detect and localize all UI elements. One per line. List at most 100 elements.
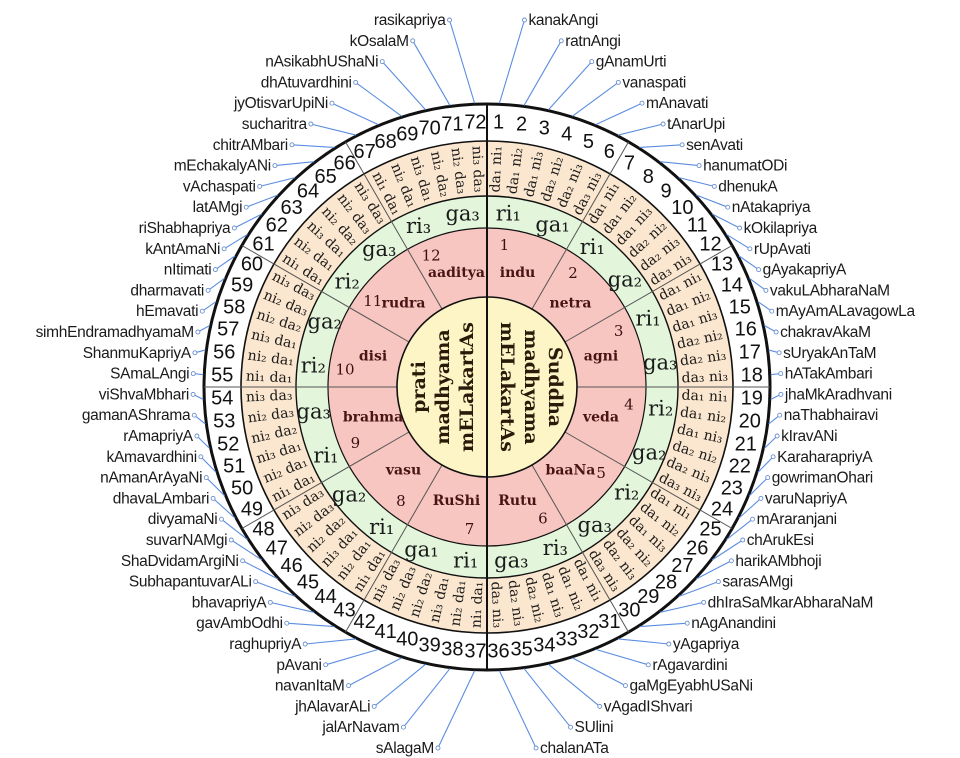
chakra-divider [345,464,443,633]
leader-line [325,648,379,666]
leader-line [659,601,704,613]
leader-marker [715,579,721,585]
leader-line [449,19,476,104]
da-ni-label: ni₂ da₃ [247,404,295,426]
raga-number: 32 [577,621,599,643]
da-ni-label: ni₃ da₃ [468,146,486,193]
da-ni-label: ni₃ da₃ [246,388,293,406]
raga-number: 71 [441,113,463,135]
leader-line [270,601,315,613]
ri-label: ri₂ [648,396,673,420]
leader-line [548,61,593,111]
leader-marker [267,599,273,605]
leader-line [274,161,315,167]
ga-label: ga₂ [308,309,342,333]
leader-marker [203,475,209,481]
leader-marker [711,183,717,189]
leader-line [412,40,451,106]
raga-number: 40 [396,629,418,651]
leader-line [639,622,688,628]
raga-name-label: nItimati [164,262,212,279]
leader-line [678,177,715,187]
leader-marker [773,329,779,335]
raga-number: 36 [487,641,509,663]
raga-number: 65 [315,166,337,188]
leader-marker [198,454,204,460]
chakra-name: Rutu [498,493,536,509]
raga-number: 23 [721,477,743,499]
leader-marker [218,516,224,522]
raga-number: 68 [374,131,396,153]
prati-madhyama-title: madhyama [432,329,454,444]
chakra-number: 11 [363,292,382,310]
chakra-divider [531,141,629,310]
leader-marker [763,287,769,293]
raga-name-label: dhIraSaMkarAbharaNaM [708,594,873,611]
raga-name-label: gowrimanOhari [772,470,873,487]
leader-marker [777,412,783,418]
raga-number: 59 [231,275,253,297]
leader-marker [747,246,753,252]
leader-line [678,581,719,597]
raga-name-label: jhAlavarALi [294,698,370,715]
leader-marker [243,204,249,210]
prati-madhyama-title: prati [408,361,430,413]
leader-marker [533,745,539,751]
raga-name-label: latAMgi [193,199,243,216]
da-ni-label: da₃ ni₃ [488,581,506,628]
raga-name-label: SUlini [575,719,614,736]
chakra-divider [564,431,733,529]
leader-line [639,144,683,149]
raga-name-label: sucharitra [242,116,308,133]
leader-marker [194,433,200,439]
raga-name-label: pAvani [276,657,321,674]
chakra-number: 1 [500,236,510,254]
leader-line [291,144,335,149]
leader-marker [589,59,595,65]
raga-name-label: chakravAkaM [780,324,871,341]
leader-marker [770,454,776,460]
leader-line [572,81,619,117]
chakra-name: rudra [382,296,426,312]
leader-line [259,177,296,187]
leader-line [348,657,402,687]
raga-name-label: nAsikabhUShaNi [265,54,378,71]
da-ni-label: da₁ ni₁ [681,388,728,406]
raga-name-labels: kanakAngiratnAngigAnamUrtivanaspatimAnav… [36,12,916,757]
leader-line [726,233,751,250]
raga-number: 49 [241,498,263,520]
leader-line [763,435,778,449]
raga-name-label: senAvati [686,137,743,154]
ri-label: ri₃ [406,214,431,238]
raga-name-label: nAtakapriya [732,199,811,216]
ri-label: ri₁ [580,235,605,259]
raga-name-label: rAgavardini [652,657,727,674]
leader-marker [522,17,527,23]
ga-label: ga₁ [535,213,569,237]
raga-name-label: viShvaMbhari [99,386,189,403]
chakra-number: 9 [351,434,361,452]
raga-number: 44 [315,586,337,608]
raga-number: 9 [660,181,671,203]
raga-name-label: hATakAmbari [785,366,873,383]
raga-number: 46 [280,555,302,577]
ri-label: ri₃ [543,536,568,560]
leader-line [215,255,236,271]
da-ni-label: ni₂ da₁ [247,348,295,370]
leader-marker [401,724,406,730]
raga-name-label: dhAtuvardhini [261,74,352,91]
raga-name-label: kanakAngi [528,12,598,29]
leader-marker [191,412,197,418]
raga-name-label: raghupriyA [229,636,302,653]
raga-name-label: sAlagaM [376,740,434,757]
raga-name-label: kIravANi [781,428,837,445]
raga-number: 45 [297,571,319,593]
raga-number: 18 [741,364,763,386]
leader-line [738,255,759,271]
ga-label: ga₂ [608,267,642,291]
chakra-dividers [204,141,770,633]
raga-number: 21 [735,433,757,455]
raga-name-label: ShaDvidamArgiNi [121,553,239,570]
raga-number: 1 [493,111,504,133]
raga-name-label: gaMgEyabhUSaNi [629,678,752,695]
